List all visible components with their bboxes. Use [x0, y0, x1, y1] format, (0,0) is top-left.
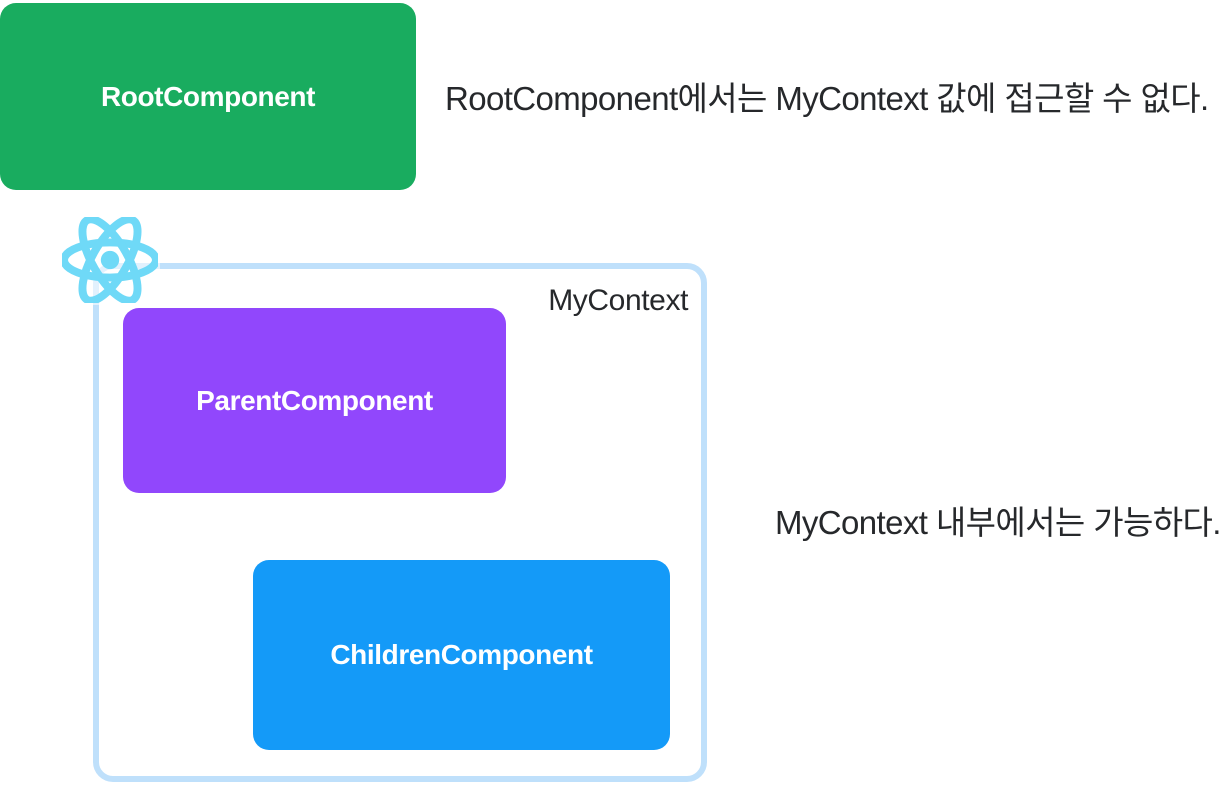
react-logo-orbit-3: [78, 217, 142, 303]
children-component-box: ChildrenComponent: [253, 560, 670, 750]
mycontext-container: MyContext: [93, 263, 707, 782]
context-note-text: MyContext 내부에서는 가능하다.: [775, 504, 1221, 541]
children-component-label: ChildrenComponent: [330, 639, 593, 670]
root-component-label: RootComponent: [100, 80, 316, 112]
root-note-text: RootComponent에서는 MyContext 값에 접근할 수 없다.: [445, 80, 1209, 117]
react-logo-icon: [62, 217, 158, 303]
react-logo-orbit-2: [78, 217, 142, 303]
react-logo-orbit-1: [62, 238, 158, 282]
mycontext-label: MyContext: [548, 284, 688, 317]
parent-component-label: ParentComponent: [196, 384, 433, 416]
react-logo-nucleus: [100, 250, 120, 270]
root-component-box: RootComponent: [0, 3, 416, 190]
parent-component-box: ParentComponent: [123, 308, 506, 493]
